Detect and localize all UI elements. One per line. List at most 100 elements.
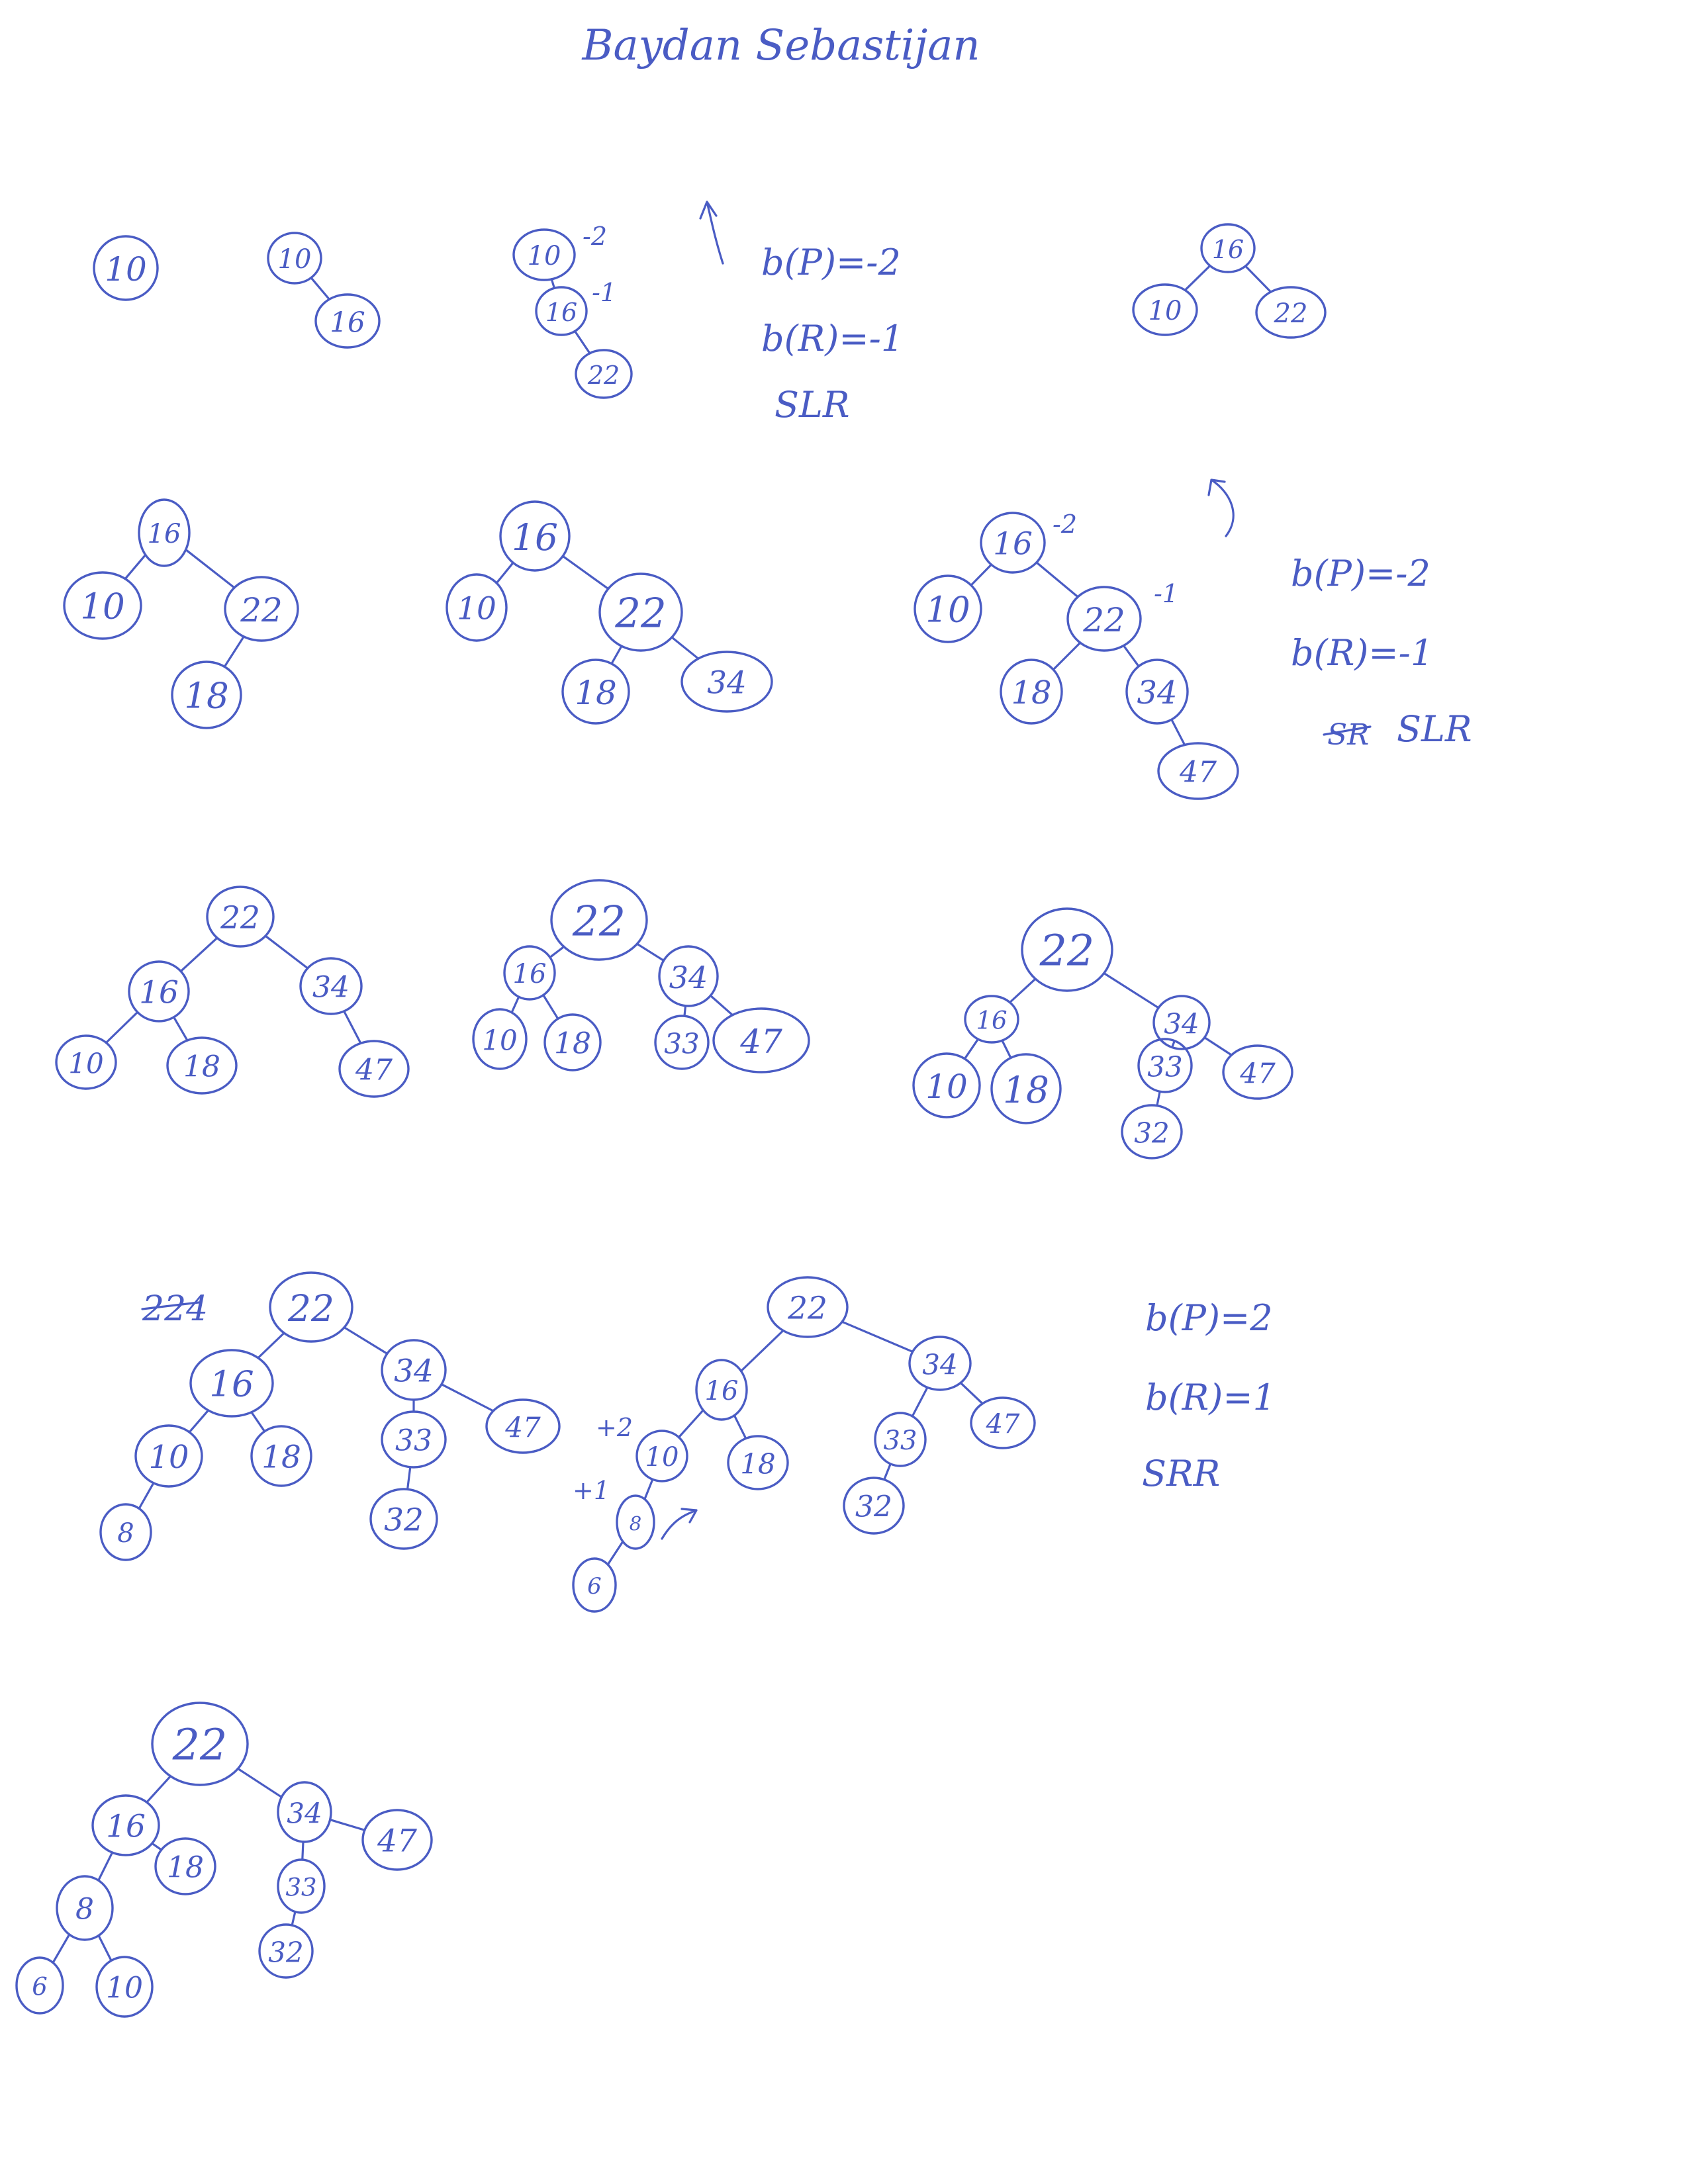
tree-node: 34 — [658, 945, 719, 1007]
node-circle — [63, 571, 142, 640]
node-label: 47 — [1179, 756, 1217, 790]
node-label: 18 — [554, 1027, 591, 1061]
node-circle — [299, 957, 363, 1015]
node-circle — [1255, 286, 1327, 339]
tree-edge — [635, 942, 665, 962]
tree-node: 10 — [512, 228, 576, 281]
node-circle — [1157, 742, 1239, 800]
tree-edge — [1008, 978, 1037, 1004]
node-circle — [1066, 586, 1142, 652]
tree-edge — [264, 934, 309, 970]
node-circle — [964, 995, 1019, 1044]
tree-node: 32 — [1121, 1104, 1183, 1160]
node-circle — [166, 1036, 238, 1095]
tree-node: 33 — [654, 1015, 710, 1070]
page-title: Baydan Sebastijan — [581, 21, 980, 70]
node-label: 16 — [976, 1007, 1007, 1035]
node-circle — [908, 1336, 972, 1391]
rotation-type: SLR — [1397, 708, 1472, 750]
tree-edge — [610, 645, 623, 665]
rotation-arrow-icon — [699, 201, 724, 265]
node-label: 47 — [1239, 1058, 1276, 1090]
node-circle — [970, 1396, 1036, 1449]
tree-edge — [185, 548, 236, 589]
node-label: 18 — [183, 1050, 220, 1084]
rotation-arrow-icon — [1207, 478, 1235, 537]
balance-factor-label: -1 — [592, 278, 616, 307]
tree-edge — [542, 993, 559, 1020]
tree-edge — [97, 1851, 114, 1882]
node-label: 47 — [504, 1412, 541, 1444]
node-circle — [767, 1276, 849, 1338]
tree-edge — [1203, 1036, 1233, 1056]
node-circle — [269, 1271, 353, 1343]
node-label: 32 — [384, 1502, 424, 1539]
node-circle — [138, 498, 191, 567]
balance-factor-label: -2 — [583, 222, 607, 251]
node-circle — [843, 1477, 905, 1535]
node-label: 34 — [1137, 674, 1177, 711]
tree-node: 47 — [1157, 742, 1239, 800]
tree-edge — [683, 1005, 687, 1017]
tree-edge — [1001, 1039, 1012, 1060]
balance-factor-label: -2 — [1053, 510, 1077, 539]
node-label: 18 — [1003, 1069, 1049, 1111]
node-label: 18 — [261, 1439, 301, 1476]
balance-child: b(R)=-1 — [1291, 632, 1433, 674]
node-circle — [267, 232, 322, 285]
node-circle — [727, 1435, 789, 1490]
node-circle — [15, 1956, 64, 2015]
node-circle — [990, 1053, 1062, 1124]
node-label: 10 — [482, 1024, 517, 1057]
node-circle — [154, 1837, 216, 1895]
node-label: 16 — [148, 519, 181, 549]
tree-node: 33 — [1137, 1038, 1193, 1093]
node-label: 16 — [512, 516, 558, 559]
node-circle — [616, 1494, 655, 1550]
node-label: 6 — [587, 1573, 602, 1600]
tree-edge — [1103, 972, 1160, 1009]
node-circle — [485, 1398, 561, 1454]
tree-node: 16 — [964, 995, 1019, 1044]
node-label: 10 — [106, 1972, 143, 2005]
tree-node: 34 — [299, 957, 363, 1015]
tree-node: 33 — [277, 1858, 326, 1914]
tree-edge — [510, 995, 520, 1014]
tree-node: 16 — [980, 512, 1046, 574]
node-label: 16 — [330, 306, 365, 339]
balance-parent: b(P)=-2 — [1291, 553, 1430, 594]
node-circle — [561, 659, 630, 725]
node-circle — [56, 1875, 114, 1941]
tree-node: 22 — [767, 1276, 849, 1338]
node-circle — [314, 293, 381, 349]
node-label: 32 — [855, 1490, 892, 1524]
node-label: 8 — [630, 1512, 641, 1535]
tree-node: 32 — [258, 1923, 314, 1979]
node-circle — [472, 1008, 528, 1070]
node-label: 8 — [117, 1518, 134, 1549]
node-circle — [151, 1702, 249, 1786]
tree-node: 10 — [134, 1424, 203, 1488]
node-label: 33 — [395, 1424, 432, 1458]
tree-edge — [151, 1842, 163, 1851]
tree-edge — [573, 330, 591, 355]
node-label: 22 — [220, 900, 260, 936]
tree-node: 16 — [91, 1794, 160, 1856]
node-label: 22 — [614, 590, 667, 637]
node-circle — [206, 886, 275, 948]
tree-node: 34 — [277, 1781, 332, 1843]
node-label: 33 — [285, 1874, 316, 1902]
tree-edge — [1170, 1040, 1176, 1049]
node-circle — [224, 576, 299, 642]
node-circle — [680, 651, 773, 713]
node-label: 18 — [184, 676, 228, 717]
tree-node: 10 — [93, 235, 159, 301]
tree-node: 6 — [15, 1956, 64, 2015]
tree-edge — [138, 1482, 155, 1510]
